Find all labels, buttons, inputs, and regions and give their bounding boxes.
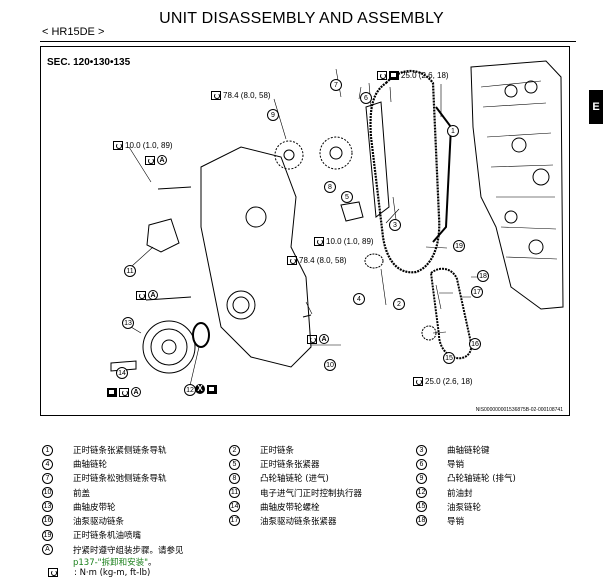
torque-icon bbox=[113, 141, 123, 150]
marker-a: A bbox=[157, 155, 167, 165]
engine-section-label: < HR15DE > bbox=[42, 26, 105, 38]
note-a-link[interactable]: p137-"拆卸和安装" bbox=[73, 558, 149, 568]
torque-icon bbox=[119, 387, 129, 397]
callout-6: 6 bbox=[360, 92, 372, 104]
torque-icon bbox=[287, 256, 297, 265]
torque-icon bbox=[314, 237, 324, 246]
callout-5: 5 bbox=[341, 191, 353, 203]
marker-group: A bbox=[307, 334, 329, 344]
torque-label: 25.0 (2.6, 18) bbox=[377, 71, 449, 80]
callout-12: 12 bbox=[184, 384, 196, 396]
callout-8: 8 bbox=[324, 181, 336, 193]
unit-note: : N·m (kg-m, ft-lb) bbox=[42, 568, 150, 578]
exploded-view-figure: SEC. 120•130•135 78.4 (8.0, 58) 25.0 (2.… bbox=[40, 46, 570, 416]
callout-17: 17 bbox=[471, 286, 483, 298]
replace-icon bbox=[107, 387, 117, 397]
callout-11: 11 bbox=[124, 265, 136, 277]
callout-18: 18 bbox=[477, 270, 489, 282]
torque-label: 25.0 (2.6, 18) bbox=[413, 377, 473, 386]
note-a-marker: A bbox=[42, 544, 53, 555]
marker-group: A bbox=[136, 290, 158, 300]
callout-10: 10 bbox=[324, 359, 336, 371]
callout-7: 7 bbox=[330, 79, 342, 91]
torque-label: 10.0 (1.0, 89) bbox=[314, 237, 374, 246]
marker-a: A bbox=[148, 290, 158, 300]
figure-id: NIS000000001536875B-02-000108741 bbox=[475, 407, 563, 413]
torque-label: 10.0 (1.0, 89) bbox=[113, 141, 173, 150]
torque-icon bbox=[377, 71, 387, 80]
side-tab[interactable]: E bbox=[589, 90, 603, 124]
marker-group: X bbox=[195, 384, 217, 394]
torque-icon bbox=[307, 334, 317, 344]
callout-2: 2 bbox=[393, 298, 405, 310]
torque-icon bbox=[136, 290, 146, 300]
header-rule bbox=[40, 41, 576, 42]
marker-group: A bbox=[107, 387, 141, 397]
callout-1: 1 bbox=[447, 125, 459, 137]
note-a: A 拧紧时遵守组装步骤。请参见 p137-"拆卸和安装"。 bbox=[42, 544, 184, 568]
torque-label: 78.4 (8.0, 58) bbox=[211, 91, 271, 100]
do-not-reuse-icon: X bbox=[195, 384, 205, 394]
exploded-view-drawing bbox=[110, 60, 564, 391]
marker-a: A bbox=[131, 387, 141, 397]
callout-15: 15 bbox=[443, 352, 455, 364]
callout-3: 3 bbox=[389, 219, 401, 231]
callout-14: 14 bbox=[116, 367, 128, 379]
replace-icon bbox=[207, 384, 217, 394]
callout-16: 16 bbox=[469, 338, 481, 350]
torque-icon bbox=[413, 377, 423, 386]
callout-4: 4 bbox=[353, 293, 365, 305]
torque-icon bbox=[48, 568, 58, 577]
marker-a: A bbox=[319, 334, 329, 344]
torque-icon bbox=[211, 91, 221, 100]
sec-label: SEC. 120•130•135 bbox=[47, 57, 131, 68]
replace-icon bbox=[389, 71, 399, 80]
torque-label: 78.4 (8.0, 58) bbox=[287, 256, 347, 265]
callout-13: 13 bbox=[122, 317, 134, 329]
torque-icon bbox=[145, 155, 155, 165]
callout-19: 19 bbox=[453, 240, 465, 252]
marker-group: A bbox=[145, 155, 167, 165]
page-title: UNIT DISASSEMBLY AND ASSEMBLY bbox=[159, 10, 444, 27]
callout-9: 9 bbox=[267, 109, 279, 121]
